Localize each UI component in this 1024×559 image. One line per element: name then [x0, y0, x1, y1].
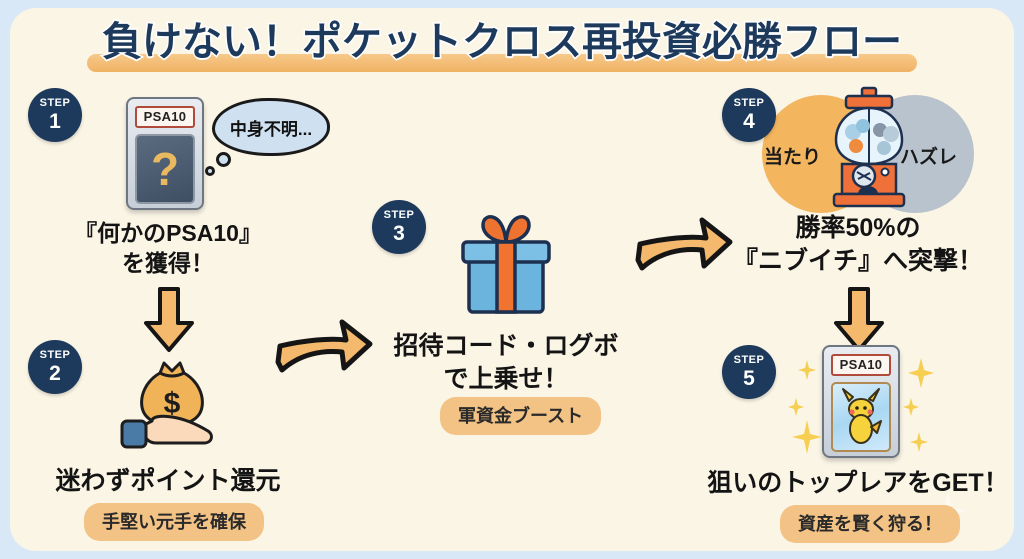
arrow-step1-to-step2 — [138, 285, 200, 360]
step-badge-number: 1 — [49, 110, 61, 133]
step-2-caption: 迷わずポイント還元 — [55, 467, 281, 495]
title-text: 負けない！ポケットクロス再投資必勝フロー — [101, 19, 904, 66]
step-4-caption: 勝率50%の 『ニブイチ』へ突撃！ — [732, 214, 983, 275]
thought-bubble-text: 中身不明... — [229, 119, 313, 139]
arrow-step4-to-step5 — [828, 285, 890, 360]
step-badge-label: STEP — [733, 354, 765, 366]
hand-holding-money-bag-icon: $ — [116, 355, 228, 460]
psa10-slab-unknown-card-icon: PSA10 ? — [126, 97, 204, 210]
sparkle-icon — [798, 360, 816, 385]
question-mark-icon: ? — [150, 143, 180, 195]
step-badge-2: STEP 2 — [28, 340, 82, 394]
step-3-caption: 招待コード・ログボ で上乗せ！ — [393, 332, 619, 393]
gumball-machine-icon — [820, 86, 918, 215]
slab-grade-label: PSA10 — [135, 106, 195, 128]
slab-grade-label: PSA10 — [831, 354, 891, 376]
step-badge-number: 2 — [49, 362, 61, 385]
gift-box-icon — [447, 212, 565, 325]
step-5-caption: 狙いのトップレアをGET！ — [707, 469, 1009, 497]
sparkle-icon — [903, 398, 919, 421]
step-badge-number: 3 — [393, 222, 405, 245]
step-5-pill: 資産を賢く狩る！ — [780, 505, 960, 543]
arrow-step2-to-step3 — [272, 300, 376, 391]
psa10-pikachu-card-icon: PSA10 — [822, 345, 900, 458]
svg-text:$: $ — [164, 387, 181, 420]
title-highlight-bar — [87, 54, 917, 72]
step-badge-3: STEP 3 — [372, 200, 426, 254]
sparkle-icon — [908, 358, 934, 393]
lose-label: ハズレ — [900, 147, 958, 168]
sparkle-icon — [910, 432, 928, 457]
sparkle-icon — [792, 420, 822, 459]
step-badge-label: STEP — [39, 97, 71, 109]
step-1-caption: 『何かのPSA10』 を獲得！ — [74, 220, 262, 276]
win-label: 当たり — [764, 147, 822, 168]
step-badge-number: 5 — [743, 367, 755, 390]
step-3-pill: 軍資金ブースト — [440, 397, 602, 435]
thought-bubble-dot-large — [216, 152, 231, 167]
step-2-pill: 手堅い元手を確保 — [84, 503, 264, 541]
step-badge-label: STEP — [383, 209, 415, 221]
sparkle-icon — [788, 398, 804, 421]
thought-bubble: 中身不明... — [212, 98, 330, 156]
step-badge-4: STEP 4 — [722, 88, 776, 142]
step-badge-5: STEP 5 — [722, 345, 776, 399]
step-badge-number: 4 — [743, 110, 755, 133]
arrow-step3-to-step4 — [632, 198, 736, 289]
step-badge-label: STEP — [733, 97, 765, 109]
thought-bubble-dot-small — [205, 166, 215, 176]
slab-window: ? — [135, 134, 195, 204]
pikachu-illustration — [842, 388, 882, 444]
slab-window — [831, 382, 891, 452]
step-badge-1: STEP 1 — [28, 88, 82, 142]
step-badge-label: STEP — [39, 349, 71, 361]
page-title: 負けない！ポケットクロス再投資必勝フロー — [0, 14, 1004, 76]
